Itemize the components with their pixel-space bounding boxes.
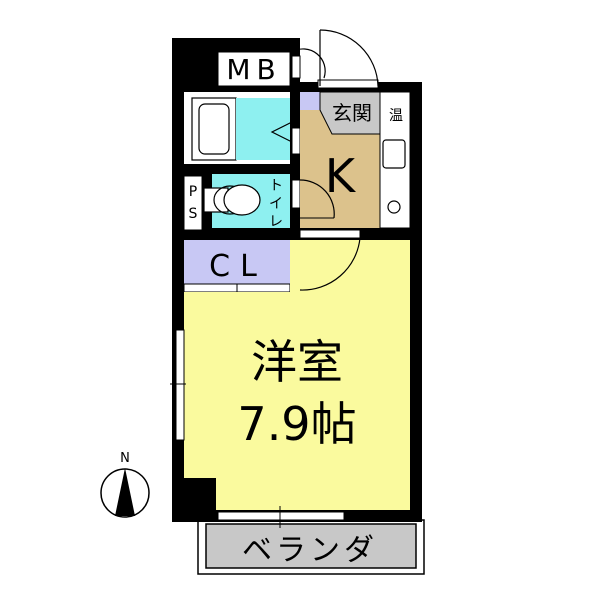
north-arrow-icon [115,468,135,516]
compass-north-label: N [120,451,130,466]
entrance-door [317,29,379,89]
room-toilet: ト イ レ [203,174,301,230]
room-western [170,229,410,528]
closet-label: CL [209,249,267,284]
veranda-label: ベランダ [242,533,378,568]
kitchen-counter [379,91,411,229]
ps-label-p: P [189,184,197,200]
room-ps: P S [183,175,203,231]
mb-label: MB [226,53,281,86]
veranda [197,519,425,575]
compass: N [100,451,150,518]
room-kitchen [299,91,381,228]
toilet-label-to: ト [269,178,283,194]
genkan-label: 玄関 [332,101,372,125]
ps-label-s: S [189,206,198,222]
room-closet [183,240,291,309]
room-bath [184,92,301,164]
kitchen-label: K [325,149,357,203]
toilet-label-re: レ [269,214,283,230]
room-mb [217,48,326,87]
toilet-label-i: イ [269,196,283,212]
western-room-size: 7.9帖 [237,397,356,451]
onsui-label: 温 [389,108,403,124]
western-room-name: 洋室 [251,335,343,389]
